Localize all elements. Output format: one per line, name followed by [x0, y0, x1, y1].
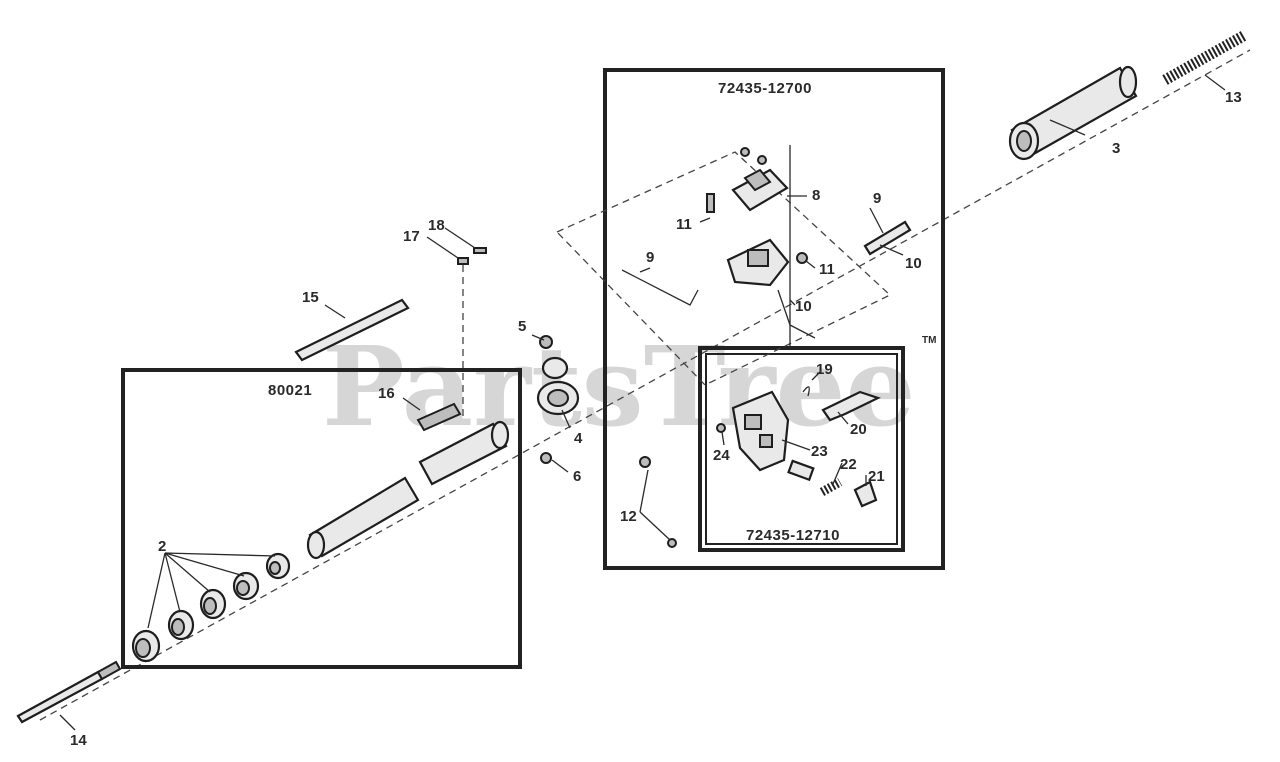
callout-11-left: 11	[676, 216, 692, 233]
callout-10-right: 10	[905, 255, 922, 272]
grip-part	[1008, 65, 1138, 161]
trigger-spring-part	[802, 386, 810, 397]
callout-21: 21	[868, 468, 885, 485]
callout-17: 17	[403, 228, 420, 245]
assembly-box-72435-12700	[603, 68, 945, 570]
assembly-label-72435-12700: 72435-12700	[718, 80, 812, 97]
lock-button-part	[853, 480, 878, 508]
callout-8: 8	[812, 187, 820, 204]
spring-part	[1162, 30, 1248, 85]
assembly-label-80021: 80021	[268, 382, 312, 399]
callout-4: 4	[574, 430, 583, 447]
center-axis-line	[39, 49, 1251, 721]
callout-11-right: 11	[819, 261, 835, 278]
drive-shaft-part	[16, 660, 122, 724]
watermark-tm: TM	[922, 335, 936, 346]
callout-15: 15	[302, 289, 319, 306]
assembly-box-72435-12710	[698, 346, 905, 552]
housing-body-part	[726, 238, 790, 287]
return-spring-part	[819, 478, 843, 496]
nut-part	[540, 452, 552, 464]
leader-lines	[59, 74, 1226, 731]
switch-wire-part	[777, 289, 816, 339]
screw-part	[539, 335, 553, 349]
callout-13: 13	[1225, 89, 1242, 106]
callout-6: 6	[573, 468, 581, 485]
callout-19: 19	[816, 361, 833, 378]
small-clip-part	[473, 247, 487, 254]
cover-screw-part-2	[757, 155, 767, 165]
callout-9-left: 9	[646, 249, 654, 266]
callout-14: 14	[70, 732, 87, 749]
housing-nut-part	[639, 456, 651, 468]
housing-nut-part-2	[667, 538, 677, 548]
foam-strip-part	[294, 298, 410, 362]
callout-18: 18	[428, 217, 445, 234]
callout-9-right: 9	[873, 190, 881, 207]
callout-3: 3	[1112, 140, 1120, 157]
watermark-text: PartsTree	[322, 322, 916, 451]
callout-23: 23	[811, 443, 828, 460]
trigger-lever-part	[821, 390, 881, 422]
housing-cover-part	[731, 168, 789, 212]
assembly-box-80021	[121, 368, 522, 669]
pivot-pin-part	[787, 459, 815, 482]
decal-part	[416, 402, 462, 432]
callout-24: 24	[713, 447, 730, 464]
trigger-housing-part	[731, 390, 790, 472]
cable-bracket-part	[863, 220, 912, 256]
bushing-parts	[131, 552, 291, 663]
callout-10-center: 10	[795, 298, 812, 315]
handle-clamp-part	[536, 356, 580, 416]
callout-20: 20	[850, 421, 867, 438]
small-pin-part	[457, 257, 469, 265]
assembly-box-72435-12710-inner	[705, 353, 898, 545]
callout-5: 5	[518, 318, 526, 335]
throttle-cable-part	[621, 269, 699, 306]
housing-screw-part	[706, 193, 715, 213]
callout-2: 2	[158, 538, 166, 555]
callout-22: 22	[840, 456, 857, 473]
callout-12: 12	[620, 508, 637, 525]
small-washer-part	[716, 423, 726, 433]
drive-tube-part	[306, 420, 510, 560]
housing-screw-part-2	[796, 252, 808, 264]
assembly-label-72435-12710: 72435-12710	[746, 527, 840, 544]
callout-16: 16	[378, 385, 395, 402]
cover-screw-part	[740, 147, 750, 157]
